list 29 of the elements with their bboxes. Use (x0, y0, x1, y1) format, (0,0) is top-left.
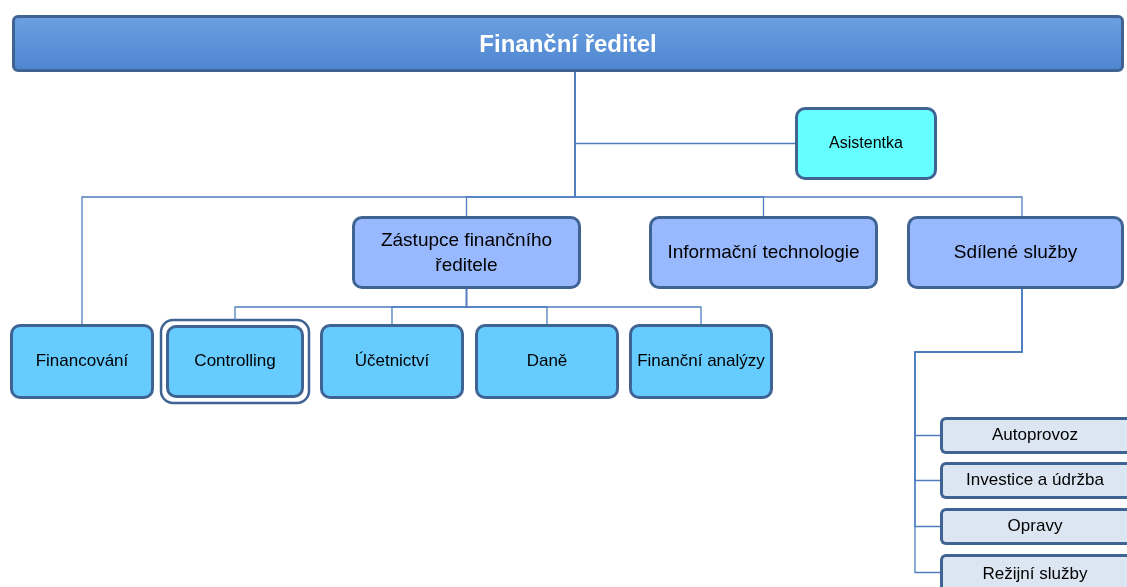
box-label: Informační technologie (667, 240, 860, 265)
box-label: Opravy (1007, 515, 1063, 538)
box-label: Finanční ředitel (479, 28, 657, 59)
box-label: Controlling (194, 350, 276, 373)
box-label: Asistentka (829, 133, 903, 154)
box-label: Účetnictví (354, 350, 430, 373)
box-label: Autoprovoz (992, 424, 1078, 447)
org-box (166, 325, 304, 398)
box-label: Režijní služby (982, 562, 1088, 585)
box-label: Financování (35, 350, 129, 373)
org-box (629, 324, 773, 399)
org-box (320, 324, 464, 399)
org-box (907, 216, 1124, 289)
box-label: Daně (526, 350, 568, 373)
box-label: Sdílené služby (953, 240, 1078, 265)
org-box (10, 324, 154, 399)
box-label: Zástupce finančního ředitele (379, 227, 554, 277)
title-box (12, 15, 1124, 72)
org-box (940, 508, 1127, 545)
org-box (940, 554, 1127, 587)
org-box (940, 462, 1127, 499)
box-label: Finanční analýzy (637, 350, 765, 373)
org-box (795, 107, 937, 180)
org-box (940, 417, 1127, 454)
connector-line (465, 288, 702, 325)
box-label: Investice a údržba (966, 469, 1104, 492)
org-box (649, 216, 878, 289)
org-box (475, 324, 619, 399)
org-box (352, 216, 581, 289)
